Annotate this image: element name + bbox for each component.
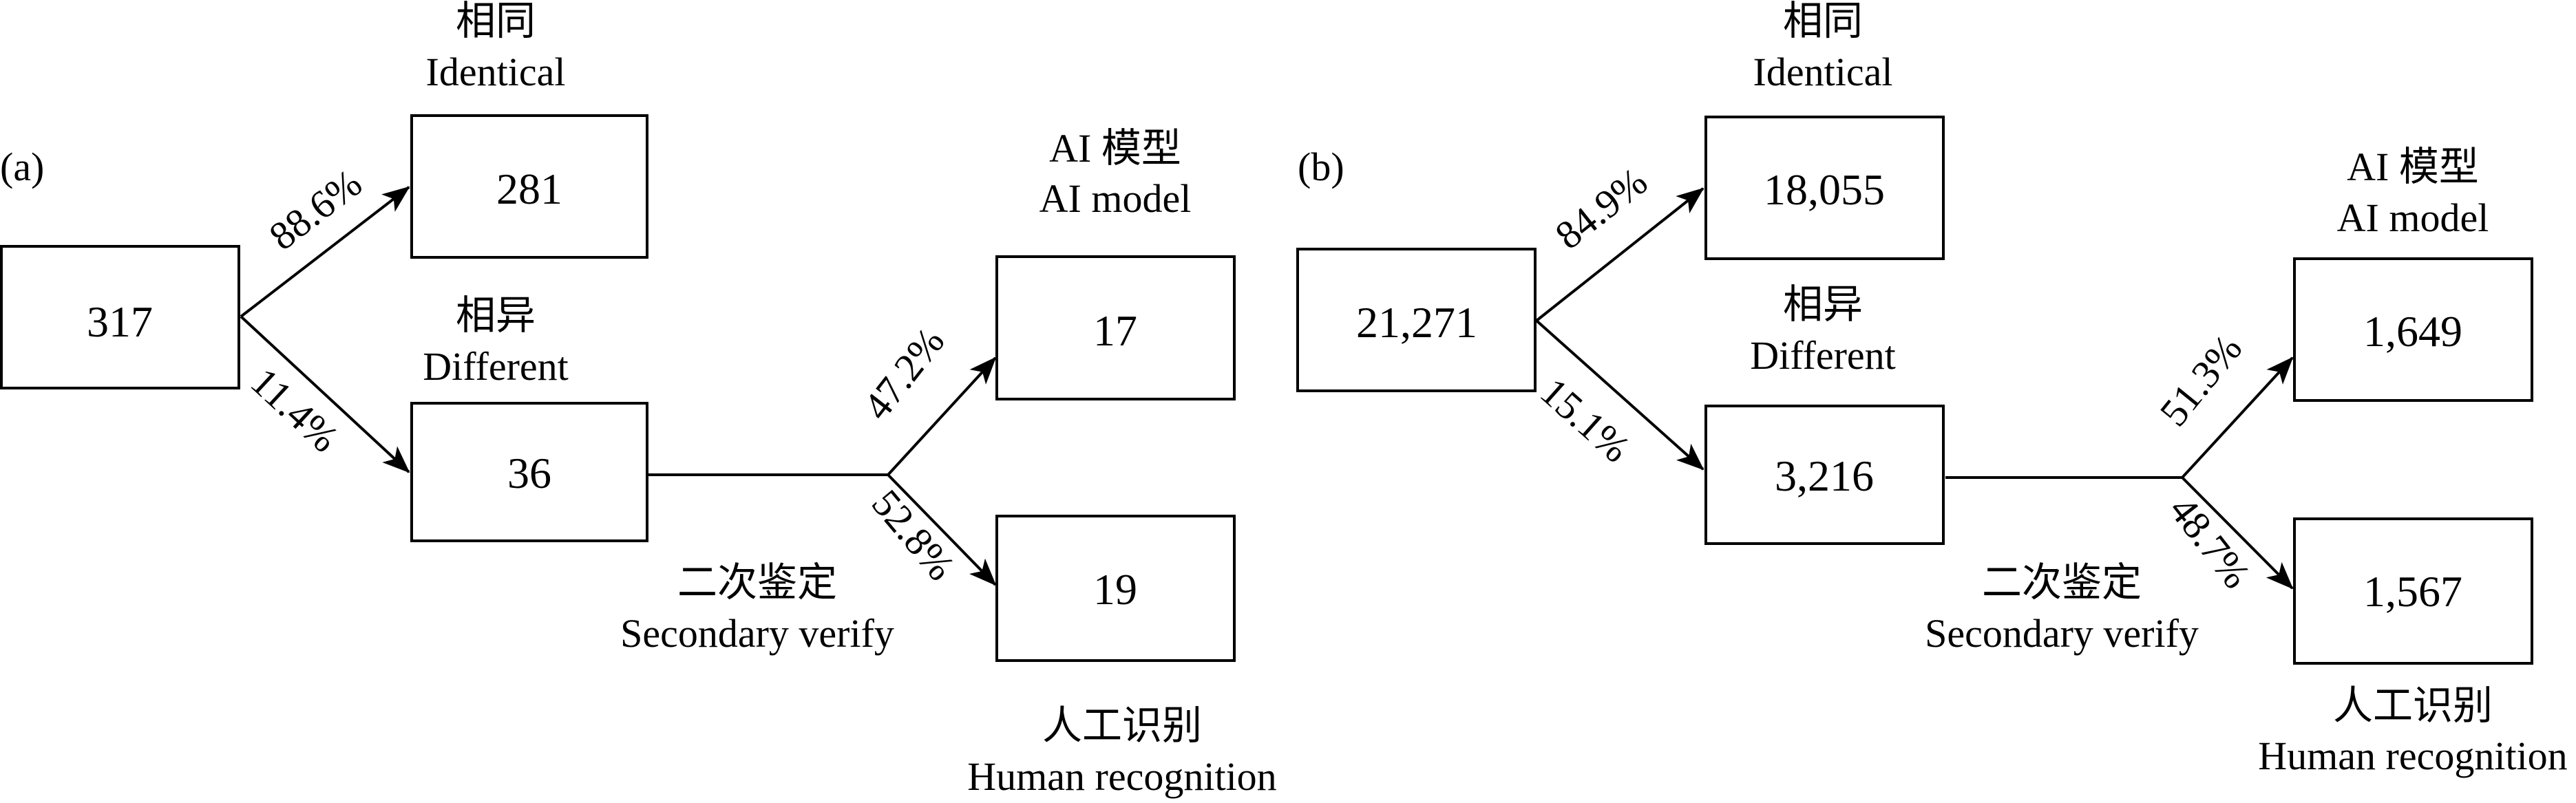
panel-label: (b)	[1298, 144, 1344, 189]
secondary-label-en: Secondary verify	[1925, 611, 2199, 656]
arrow-to-ai-model	[2181, 356, 2294, 479]
ai-model-count: 17	[1093, 306, 1137, 355]
human-label-zh: 人工识别	[1042, 703, 1202, 748]
different-label-zh: 相异	[1783, 282, 1863, 327]
human-label-en: Human recognition	[2258, 734, 2567, 778]
ai-model-label-en: AI model	[2337, 195, 2489, 240]
ai-model-label-zh: AI 模型	[2347, 144, 2479, 189]
human-box	[995, 515, 1236, 662]
ai-model-box	[2293, 257, 2533, 402]
identical-count: 18,055	[1764, 165, 1885, 214]
different-box	[410, 402, 648, 542]
arrow-to-identical	[240, 186, 410, 318]
arrow-to-different	[240, 315, 410, 473]
identical-box	[410, 114, 648, 259]
ai-model-percent: 47.2%	[854, 319, 953, 428]
ai-model-label-zh: AI 模型	[1049, 126, 1181, 171]
total-count: 317	[87, 297, 153, 346]
identical-box	[1704, 116, 1945, 260]
different-box	[1704, 405, 1945, 545]
human-box	[2293, 517, 2533, 665]
secondary-label-zh: 二次鉴定	[677, 560, 837, 605]
identical-label-en: Identical	[426, 50, 566, 94]
panel-b: (b) 21,271 相同 Identical 18,055 84.9% 相异 …	[1296, 0, 2568, 778]
human-percent: 52.8%	[863, 481, 964, 589]
total-box	[1296, 248, 1537, 392]
human-count: 19	[1093, 565, 1137, 614]
identical-percent: 88.6%	[261, 160, 370, 259]
different-label-en: Different	[1750, 333, 1896, 378]
human-count: 1,567	[2363, 567, 2462, 616]
ai-model-box	[995, 255, 1236, 400]
secondary-label-en: Secondary verify	[620, 611, 894, 656]
human-label-zh: 人工识别	[2333, 683, 2493, 728]
different-label-en: Different	[423, 344, 569, 389]
arrow-to-human	[2181, 476, 2294, 590]
identical-label-en: Identical	[1753, 50, 1893, 94]
different-percent: 15.1%	[1532, 369, 1638, 471]
panel-label: (a)	[0, 144, 44, 189]
ai-model-label-en: AI model	[1039, 176, 1192, 221]
arrow-to-human	[887, 473, 997, 586]
identical-percent: 84.9%	[1547, 159, 1656, 258]
panel-a: (a) 317 相同 Identical 281 88.6% 相异 Differ…	[0, 0, 1277, 799]
human-label-en: Human recognition	[967, 754, 1276, 799]
total-box	[0, 245, 240, 389]
identical-label-zh: 相同	[456, 0, 536, 43]
different-label-zh: 相异	[456, 293, 536, 338]
different-percent: 11.4%	[242, 359, 348, 461]
arrow-to-ai-model	[887, 356, 997, 476]
different-count: 3,216	[1775, 451, 1874, 500]
total-count: 21,271	[1356, 298, 1477, 347]
arrow-to-identical	[1535, 187, 1704, 322]
secondary-label-zh: 二次鉴定	[1982, 560, 2142, 605]
ai-model-count: 1,649	[2363, 307, 2462, 356]
identical-label-zh: 相同	[1783, 0, 1863, 43]
different-count: 36	[507, 449, 551, 497]
arrow-to-different	[1535, 319, 1704, 471]
identical-count: 281	[496, 164, 562, 213]
